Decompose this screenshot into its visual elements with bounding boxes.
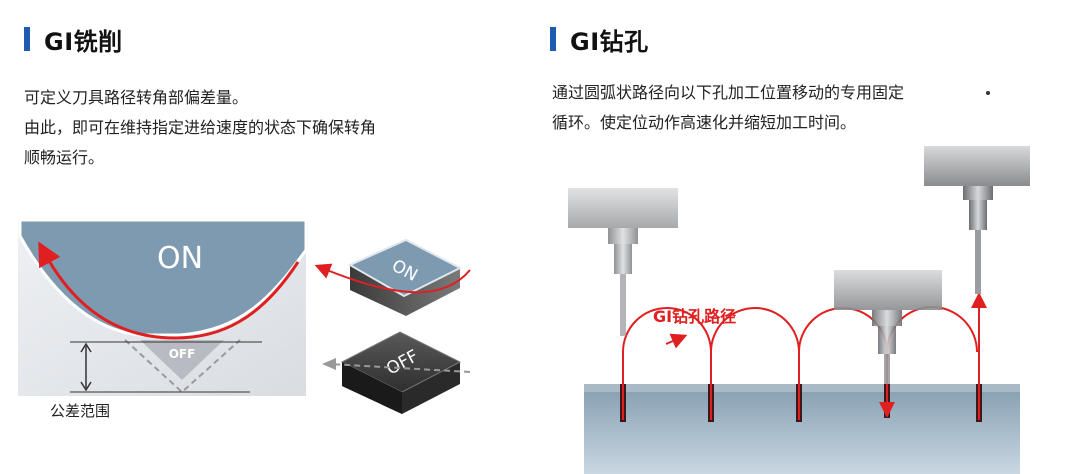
on-label: ON bbox=[157, 241, 203, 276]
gi-path-direction-arrow bbox=[665, 333, 688, 349]
spindle-left-icon bbox=[568, 188, 678, 336]
spindle-right-icon bbox=[924, 146, 1030, 294]
gi-drilling-path bbox=[622, 306, 978, 420]
milling-illustration: ON OFF 公差范围 ON OFF bbox=[18, 218, 471, 420]
milling-desc-line-1: 可定义刀具路径转角部偏差量。 bbox=[24, 88, 249, 107]
tolerance-arrow-head-up bbox=[80, 342, 92, 353]
milling-heading: GI铣削 bbox=[24, 22, 123, 56]
off-label: OFF bbox=[169, 347, 196, 361]
milling-title: GI铣削 bbox=[44, 27, 123, 56]
on-key-icon: ON bbox=[347, 238, 463, 316]
off-key-arrow-head bbox=[322, 358, 336, 370]
heading-accent-bar bbox=[24, 27, 30, 51]
gi-drilling-plunge bbox=[710, 352, 800, 420]
drilling-desc-line-2: 循环。使定位动作高速化并缩短加工时间。 bbox=[552, 113, 857, 132]
drilling-heading: GI钻孔 bbox=[550, 22, 649, 56]
drilling-description: 通过圆弧状路径向以下孔加工位置移动的专用固定 循环。使定位动作高速化并缩短加工时… bbox=[552, 78, 904, 138]
off-key-arrow bbox=[329, 363, 471, 373]
milling-section: GI铣削 可定义刀具路径转角部偏差量。 由此，即可在维持指定进给速度的状态下确保… bbox=[18, 22, 471, 420]
off-path-outline bbox=[124, 339, 241, 394]
off-key-icon: OFF bbox=[340, 331, 462, 414]
heading-accent-bar bbox=[550, 27, 556, 51]
milling-desc-line-3: 顺畅运行。 bbox=[24, 148, 105, 167]
tolerance-label: 公差范围 bbox=[50, 402, 110, 420]
milling-desc-line-2: 由此，即可在维持指定进给速度的状态下确保转角 bbox=[24, 118, 377, 137]
decorative-dot bbox=[986, 91, 990, 95]
drilling-desc-line-1: 通过圆弧状路径向以下孔加工位置移动的专用固定 bbox=[552, 83, 905, 102]
off-region bbox=[140, 340, 224, 380]
drilling-illustration: GI钻孔路径 bbox=[568, 91, 1030, 474]
tool-path-red bbox=[38, 241, 300, 340]
tolerance-arrow-head-down bbox=[80, 381, 92, 392]
on-key-arrow bbox=[314, 263, 471, 294]
on-region bbox=[18, 218, 308, 337]
gi-drilling-path-label: GI钻孔路径 bbox=[653, 307, 736, 326]
drilling-title: GI钻孔 bbox=[570, 27, 649, 56]
drilling-section: GI钻孔 通过圆弧状路径向以下孔加工位置移动的专用固定 循环。使定位动作高速化并… bbox=[540, 0, 1080, 474]
milling-description: 可定义刀具路径转角部偏差量。 由此，即可在维持指定进给速度的状态下确保转角 顺畅… bbox=[24, 83, 376, 173]
spindle-middle-icon bbox=[834, 270, 942, 384]
